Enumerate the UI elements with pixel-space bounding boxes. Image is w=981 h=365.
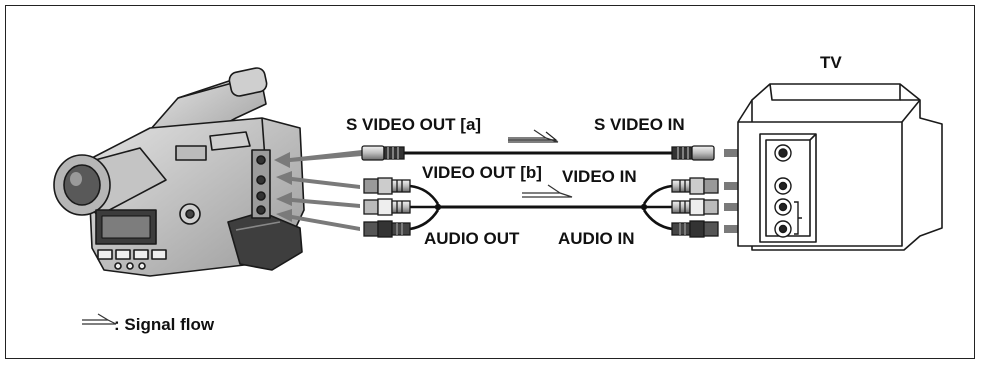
plugs-camcorder-side bbox=[361, 145, 411, 238]
tv-audio-r-jack bbox=[774, 198, 792, 216]
video-in-label: VIDEO IN bbox=[562, 167, 637, 186]
audio-bracket bbox=[794, 201, 802, 235]
arrow-audio-l-cam bbox=[276, 209, 360, 231]
flow-arrow-svideo-line bbox=[508, 129, 559, 143]
arrow-svideo-cam bbox=[274, 150, 362, 168]
camcorder-input-arrows bbox=[274, 150, 362, 231]
audio-r-plug-right bbox=[671, 198, 719, 216]
camcorder-icon bbox=[53, 67, 305, 277]
s-video-in-label: S VIDEO IN bbox=[594, 115, 685, 134]
audio-l-plug-left bbox=[363, 220, 411, 238]
video-plug-left bbox=[363, 177, 411, 195]
tv-audio-l-jack bbox=[774, 220, 792, 238]
video-out-label: VIDEO OUT [b] bbox=[422, 163, 542, 182]
svideo-plug-right bbox=[671, 145, 715, 161]
tv-label: TV bbox=[820, 53, 842, 72]
video-plug-right bbox=[671, 177, 719, 195]
tv-video-jack bbox=[774, 177, 792, 195]
av-cable-right-split bbox=[642, 184, 673, 231]
plugs-tv-side bbox=[671, 145, 719, 238]
audio-in-label: AUDIO IN bbox=[558, 229, 635, 248]
tv-svideo-jack bbox=[774, 144, 792, 162]
cables bbox=[404, 151, 673, 231]
flow-arrows bbox=[82, 129, 573, 325]
arrow-audio-r-cam bbox=[276, 192, 360, 208]
signal-flow-arrow-icon bbox=[508, 131, 558, 141]
flow-arrow-legend bbox=[82, 313, 117, 325]
audio-l-plug-right bbox=[671, 220, 719, 238]
svideo-plug-left bbox=[361, 145, 405, 161]
audio-r-plug-left bbox=[363, 198, 411, 216]
tv-icon bbox=[737, 83, 943, 251]
tv-jacks bbox=[774, 144, 802, 238]
arrow-video-cam bbox=[276, 171, 360, 189]
audio-out-label: AUDIO OUT bbox=[424, 229, 520, 248]
signal-flow-legend-label: : Signal flow bbox=[114, 315, 215, 334]
av-cable-left-split bbox=[409, 184, 440, 231]
flow-arrow-av-line bbox=[522, 184, 573, 198]
s-video-out-label: S VIDEO OUT [a] bbox=[346, 115, 481, 134]
